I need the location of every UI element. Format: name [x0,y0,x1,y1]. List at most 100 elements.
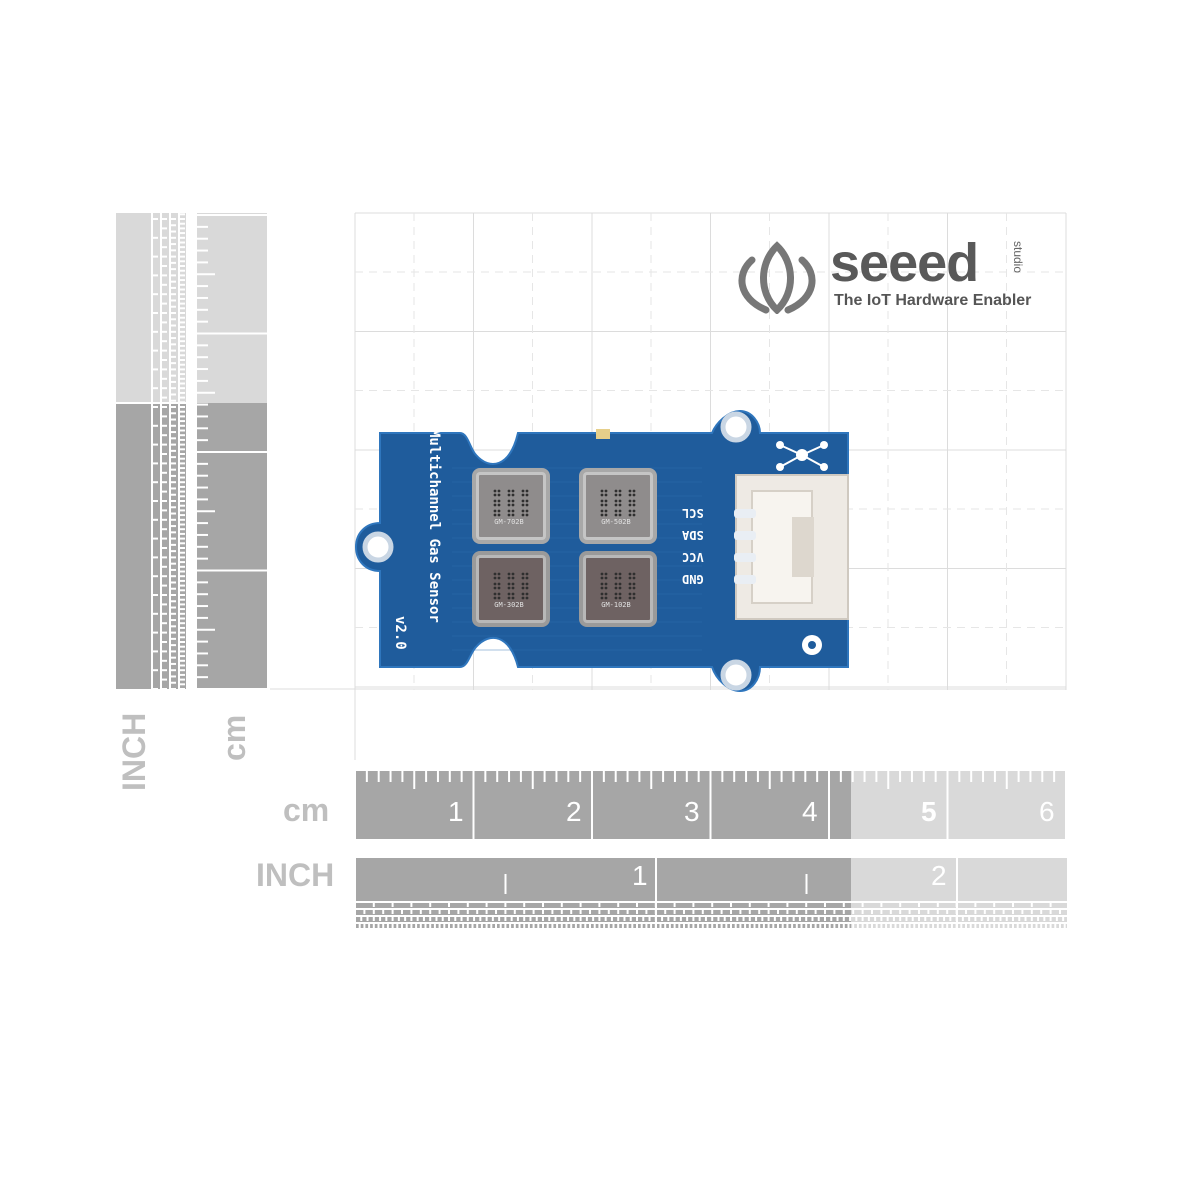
cm-number: 2 [566,796,582,827]
vent-hole [497,582,501,586]
sensor-chip-label: GM-102B [601,601,631,609]
vent-hole [507,513,511,517]
vent-hole [618,582,622,586]
vent-hole [614,582,618,586]
vent-hole [521,493,525,497]
vent-hole [511,592,515,596]
pin-label-scl: SCL [682,506,704,520]
mounting-hole [362,531,394,563]
vent-hole [521,513,525,517]
vent-hole [493,509,497,513]
vent-hole [493,572,497,576]
vent-hole [628,489,632,493]
sensor-chip [583,472,653,540]
vent-hole [628,493,632,497]
cm-number: 5 [921,796,937,827]
vent-hole [604,509,608,513]
vent-hole [618,503,622,507]
vent-hole [618,586,622,590]
vent-hole [493,489,497,493]
sensor-chip [476,472,546,540]
vent-hole [493,596,497,600]
vent-hole [507,493,511,497]
vent-hole [493,592,497,596]
vent-hole [614,503,618,507]
vent-hole [521,596,525,600]
vent-hole [628,513,632,517]
vent-hole [493,586,497,590]
cm-number: 1 [448,796,464,827]
vent-hole [507,489,511,493]
vent-hole [507,576,511,580]
cm-number: 3 [684,796,700,827]
vent-hole [511,493,515,497]
gear-icon [802,635,822,655]
vent-hole [632,509,636,513]
vent-hole [618,592,622,596]
vent-hole [507,596,511,600]
vent-hole [497,592,501,596]
vent-hole [604,493,608,497]
vent-hole [628,576,632,580]
vent-hole [521,499,525,503]
vent-hole [628,572,632,576]
vent-hole [511,509,515,513]
vent-hole [525,503,529,507]
vent-hole [521,592,525,596]
vent-hole [507,499,511,503]
vent-hole [618,489,622,493]
seeed-leaf-icon [738,241,816,314]
sensor-chip [583,555,653,623]
horizontal-cm-label: cm [283,792,330,828]
vent-hole [600,499,604,503]
vent-hole [632,576,636,580]
vent-hole [614,592,618,596]
vent-hole [497,489,501,493]
brand-tagline: The IoT Hardware Enabler [834,292,1032,309]
vent-hole [521,576,525,580]
vent-hole [493,576,497,580]
sensor-chip-label: GM-702B [494,518,524,526]
vent-hole [521,582,525,586]
sensor-chip-label: GM-302B [494,601,524,609]
vent-hole [511,582,515,586]
cm-number: 4 [802,796,818,827]
vent-hole [632,493,636,497]
vent-hole [614,596,618,600]
vent-hole [604,572,608,576]
vent-hole [511,513,515,517]
vent-hole [493,582,497,586]
vent-hole [632,489,636,493]
grove-network-icon [776,441,828,471]
vent-hole [507,586,511,590]
brand-name: seeed [830,233,979,293]
vertical-inch-ruler: 1 [116,213,186,689]
vent-hole [604,503,608,507]
vent-hole [497,572,501,576]
vent-hole [525,592,529,596]
vent-hole [507,509,511,513]
vent-hole [628,509,632,513]
vent-hole [525,493,529,497]
vent-hole [618,509,622,513]
vent-hole [614,509,618,513]
vent-hole [618,572,622,576]
vent-hole [604,596,608,600]
vent-hole [521,586,525,590]
seeed-logo: seeed studio The IoT Hardware Enabler [732,233,1042,316]
vent-hole [511,596,515,600]
vent-hole [511,499,515,503]
vertical-cm-ruler: 4 3 2 1 [197,213,267,689]
vent-hole [614,586,618,590]
vent-hole [632,499,636,503]
vent-hole [600,586,604,590]
vent-hole [521,572,525,576]
vent-hole [604,513,608,517]
vent-hole [632,586,636,590]
vent-hole [525,489,529,493]
vent-hole [600,509,604,513]
vent-hole [632,596,636,600]
vent-hole [614,513,618,517]
vent-hole [632,513,636,517]
